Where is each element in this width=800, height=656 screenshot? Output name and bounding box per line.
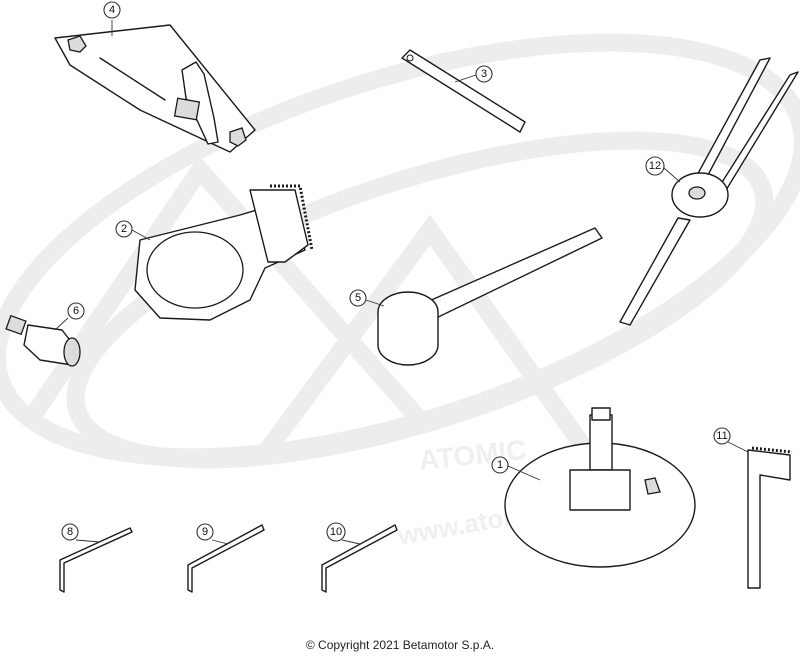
callout-4: 4 xyxy=(103,1,121,36)
copyright-notice: © Copyright 2021 Betamotor S.p.A. xyxy=(305,638,495,652)
part-3-bar xyxy=(401,49,526,133)
part-4-kit xyxy=(54,24,256,153)
part-11-segment-tool xyxy=(747,446,793,589)
callout-12-label: 12 xyxy=(649,160,661,172)
callout-8-label: 8 xyxy=(67,526,73,538)
part-10-hex-key xyxy=(321,524,398,593)
callout-3: 3 xyxy=(454,65,493,83)
part-9-hex-key xyxy=(187,524,265,593)
part-6-adapter xyxy=(5,314,81,367)
callout-2-label: 2 xyxy=(121,223,127,235)
callout-9-label: 9 xyxy=(202,526,208,538)
part-8-hex-key xyxy=(59,527,133,593)
part-5-socket-wrench xyxy=(377,227,603,366)
callout-11-label: 11 xyxy=(716,430,727,442)
callout-5: 5 xyxy=(349,289,385,307)
callout-1-label: 1 xyxy=(497,459,503,471)
callout-10: 10 xyxy=(326,522,361,545)
part-2-flywheel-holder xyxy=(134,184,314,321)
callout-5-label: 5 xyxy=(355,292,361,304)
part-12-tap-wrench xyxy=(619,57,799,326)
callout-2: 2 xyxy=(115,220,151,241)
callout-9: 9 xyxy=(196,523,229,545)
callout-10-label: 10 xyxy=(330,526,342,538)
callout-3-label: 3 xyxy=(481,68,487,80)
callout-6: 6 xyxy=(54,302,85,331)
part-1-puller xyxy=(504,407,696,568)
callout-4-label: 4 xyxy=(109,4,115,16)
callout-1: 1 xyxy=(491,456,541,481)
watermark-brand: ATOMIC xyxy=(417,434,527,476)
callout-12: 12 xyxy=(645,156,681,183)
callout-11: 11 xyxy=(713,427,749,453)
callout-6-label: 6 xyxy=(73,305,79,317)
callout-8: 8 xyxy=(61,523,101,543)
